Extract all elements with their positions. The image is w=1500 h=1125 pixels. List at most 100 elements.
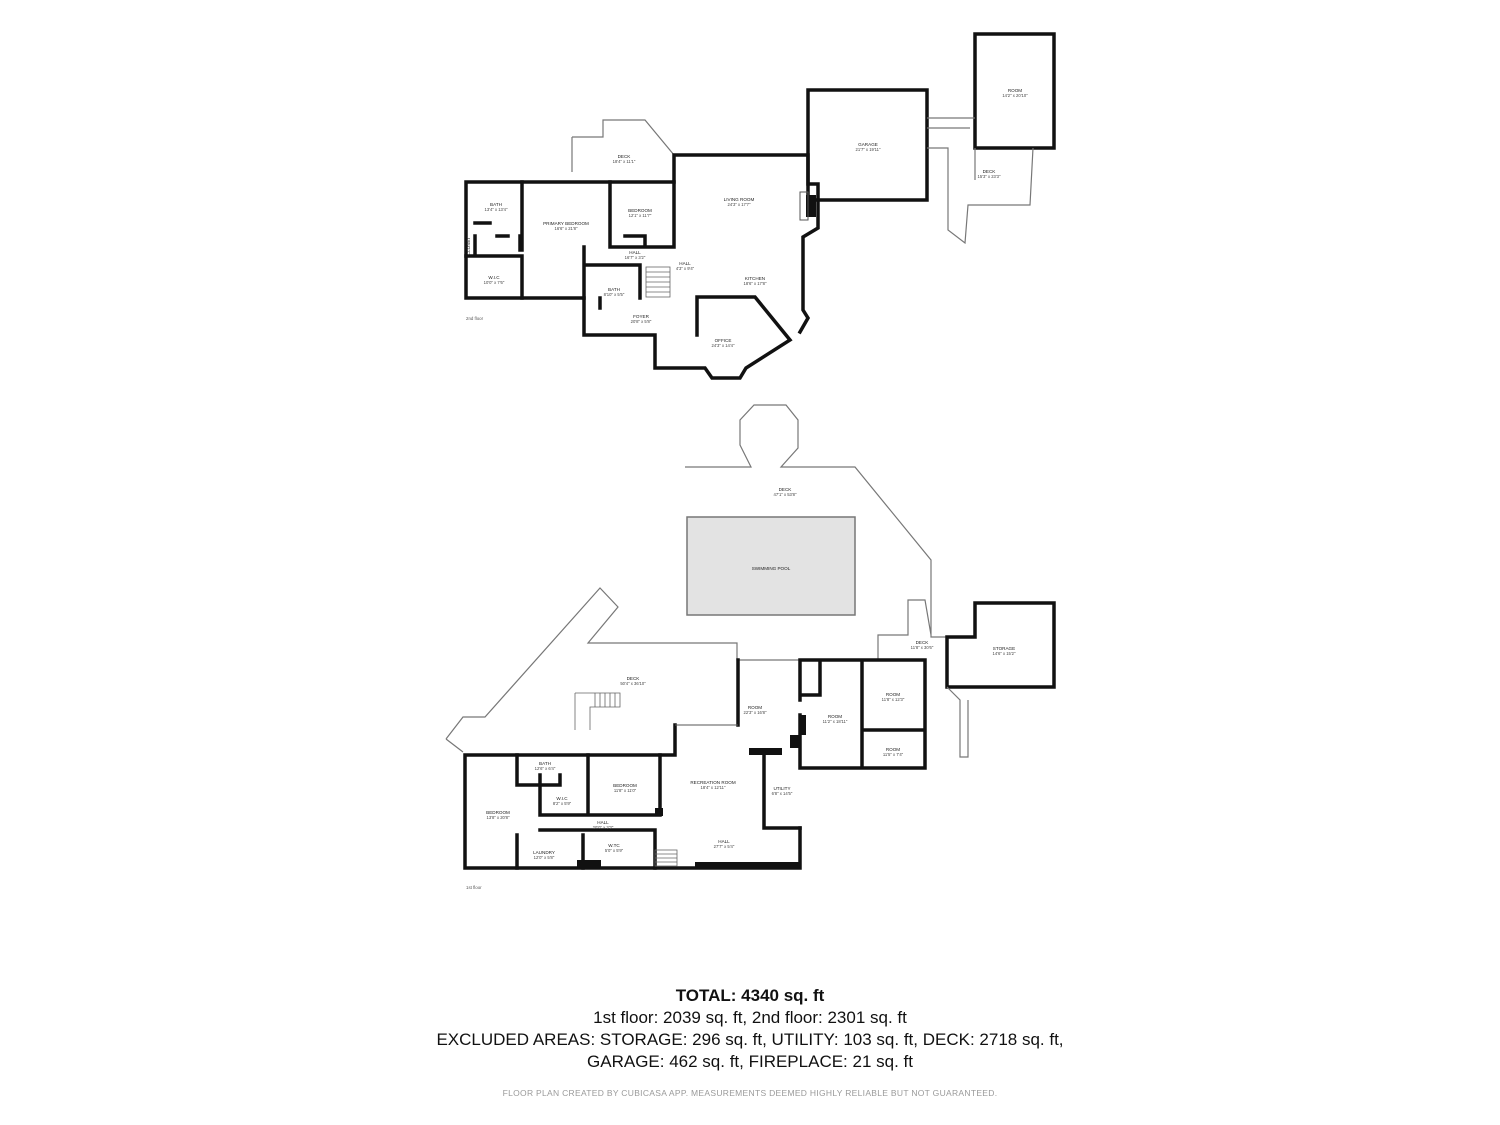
disclaimer: FLOOR PLAN CREATED BY CUBICASA APP. MEAS… xyxy=(502,1088,998,1098)
label-upper-bath-2: BATH xyxy=(608,287,620,292)
dim-kitchen: 18'6" x 17'8" xyxy=(744,281,767,286)
lower-stairs-deck xyxy=(574,692,621,730)
label-lower-hall-1: HALL xyxy=(597,820,609,825)
dim-lower-bath: 12'6" x 6'4" xyxy=(535,766,556,771)
label-storage: STORAGE xyxy=(993,646,1015,651)
dim-upper-bath-2: 8'10" x 5'5" xyxy=(604,292,625,297)
upper-floor-plan xyxy=(464,32,1056,380)
label-utility: UTILITY xyxy=(773,786,790,791)
dim-upper-bedroom: 12'1" x 11'7" xyxy=(629,213,652,218)
garage-walls xyxy=(806,88,929,202)
dim-upper-hall-1: 16'7" x 3'2" xyxy=(625,255,646,260)
dim-upper-wic: 10'0" x 7'6" xyxy=(484,280,505,285)
label-upper-bath: BATH xyxy=(490,202,502,207)
floor-label-lower: 1st floor xyxy=(466,885,482,890)
dim-storage: 14'6" x 15'2" xyxy=(993,651,1016,656)
floor-label-upper: 2nd floor xyxy=(466,316,484,321)
excluded-areas-line-1: EXCLUDED AREAS: STORAGE: 296 sq. ft, UTI… xyxy=(436,1030,1064,1049)
label-recreation-room: RECREATION ROOM xyxy=(690,780,736,785)
lower-solid-2 xyxy=(790,735,800,748)
dim-upper-hall-2: 4'3" x 9'4" xyxy=(676,266,695,271)
dim-lower-bedroom-2: 13'8" x 20'8" xyxy=(487,815,510,820)
label-upper-right-deck: DECK xyxy=(983,169,997,174)
dim-wtc: 5'0" x 5'9" xyxy=(605,848,624,853)
dim-recreation-room: 18'4" x 12'11" xyxy=(701,785,726,790)
label-office: OFFICE xyxy=(715,338,732,343)
label-kitchen: KITCHEN xyxy=(745,276,765,281)
lower-solid-1 xyxy=(749,748,782,755)
label-room-a: ROOM xyxy=(748,705,762,710)
label-upper-deck: DECK xyxy=(618,154,632,159)
dim-room-d: 11'5" x 7'4" xyxy=(883,752,904,757)
upper-stairs xyxy=(645,266,671,298)
dim-side-deck: 11'8" x 30'6" xyxy=(911,645,934,650)
dim-room-a: 22'3" x 16'8" xyxy=(744,710,767,715)
lower-floor-plan xyxy=(445,404,1056,870)
label-upper-room: ROOM xyxy=(1008,88,1022,93)
dim-living-room: 24'3" x 17'7" xyxy=(728,202,751,207)
storage-deck-stub xyxy=(946,686,969,758)
lower-solid-5 xyxy=(655,808,663,816)
dim-lower-wic: 8'2" x 5'9" xyxy=(553,801,572,806)
upper-interior-walls xyxy=(464,180,676,310)
dim-room-b: 11'2" x 18'11" xyxy=(823,719,848,724)
swimming-pool xyxy=(686,516,856,616)
label-upper-hall-2: HALL xyxy=(679,261,691,266)
label-mid-deck: DECK xyxy=(627,676,641,681)
dim-garage: 21'7" x 19'11" xyxy=(856,147,881,152)
upper-exterior-walls xyxy=(464,153,820,380)
label-room-d: ROOM xyxy=(886,747,900,752)
upper-room-labels: DECK 18'4" x 11'1" BATH 13'4" x 13'4" PR… xyxy=(466,88,1028,348)
storage-walls xyxy=(945,601,1056,689)
label-side-deck: DECK xyxy=(916,640,930,645)
label-swimming-pool: SWIMMING POOL xyxy=(752,566,791,571)
lower-stairs-hall xyxy=(654,849,678,867)
label-lower-bath: BATH xyxy=(539,761,551,766)
total-area: TOTAL: 4340 sq. ft xyxy=(675,986,825,1005)
fireplace-hearth xyxy=(799,191,809,221)
lower-solid-6 xyxy=(800,715,806,735)
dim-utility: 6'8" x 14'5" xyxy=(772,791,793,796)
dim-upper-right-deck: 15'3" x 23'3" xyxy=(978,174,1001,179)
label-upper-bedroom: BEDROOM xyxy=(628,208,652,213)
label-upper-wic: W.I.C xyxy=(488,275,500,280)
dim-office: 24'3" x 14'4" xyxy=(712,343,735,348)
floor-areas: 1st floor: 2039 sq. ft, 2nd floor: 2301 … xyxy=(593,1008,907,1027)
label-primary-bedroom: PRIMARY BEDROOM xyxy=(543,221,589,226)
dim-lower-bedroom-1: 11'8" x 11'0" xyxy=(614,788,637,793)
label-living-room: LIVING ROOM xyxy=(724,197,755,202)
label-wtc: W.TC xyxy=(608,843,620,848)
dim-primary-bedroom: 16'6" x 21'8" xyxy=(555,226,578,231)
lower-interior-walls xyxy=(515,753,802,870)
dim-foyer: 20'8" x 5'8" xyxy=(631,319,652,324)
lower-solid-4 xyxy=(695,862,800,868)
dim-lower-hall-1: 20'0" x 3'3" xyxy=(593,825,614,830)
dim-lower-hall-2: 27'7" x 5'4" xyxy=(714,844,735,849)
excluded-areas-line-2: GARAGE: 462 sq. ft, FIREPLACE: 21 sq. ft xyxy=(587,1052,913,1071)
upper-deck-outline xyxy=(571,119,675,172)
label-big-deck: DECK xyxy=(779,487,793,492)
label-lower-hall-2: HALL xyxy=(718,839,730,844)
dim-upper-room: 14'2" x 20'10" xyxy=(1002,93,1028,98)
label-garage: GARAGE xyxy=(858,142,878,147)
lower-exterior-walls xyxy=(463,658,802,870)
label-laundry: LAUNDRY xyxy=(533,850,555,855)
label-lower-bedroom-2: BEDROOM xyxy=(486,810,510,815)
label-closet: CLOSET xyxy=(466,237,471,256)
dim-upper-deck: 18'4" x 11'1" xyxy=(613,159,636,164)
dim-laundry: 12'0" x 5'8" xyxy=(534,855,555,860)
label-room-b: ROOM xyxy=(828,714,842,719)
lower-room-labels: DECK 47'1" x 53'8" SWIMMING POOL DECK 11… xyxy=(466,487,1016,890)
upper-room-top-walls xyxy=(973,32,1056,150)
upper-right-deck xyxy=(927,117,1034,245)
label-room-c: ROOM xyxy=(886,692,900,697)
area-summary: TOTAL: 4340 sq. ft 1st floor: 2039 sq. f… xyxy=(0,985,1500,1073)
label-lower-wic: W.I.C xyxy=(556,796,568,801)
fireplace xyxy=(806,195,816,217)
dim-upper-bath: 13'4" x 13'4" xyxy=(485,207,508,212)
lower-solid-3 xyxy=(577,860,601,868)
lower-right-rooms xyxy=(798,658,927,770)
dim-big-deck: 47'1" x 53'8" xyxy=(774,492,797,497)
label-lower-bedroom-1: BEDROOM xyxy=(613,783,637,788)
